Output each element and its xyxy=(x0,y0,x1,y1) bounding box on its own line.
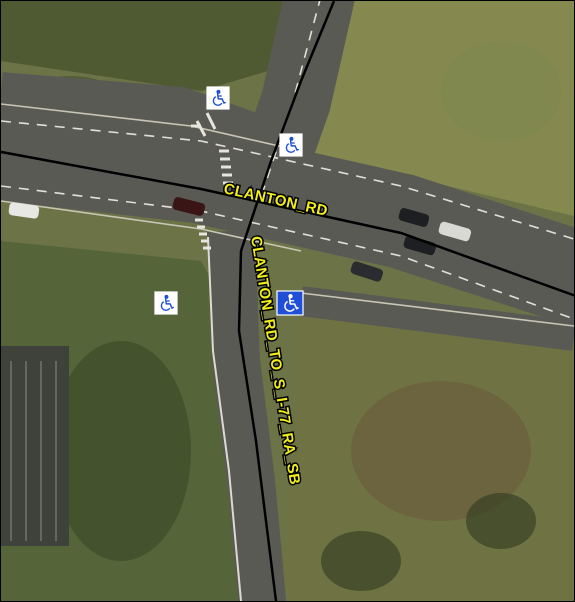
parking-lot xyxy=(1,346,69,546)
wheelchair-accessible-icon[interactable] xyxy=(279,133,303,157)
vehicles xyxy=(8,197,472,282)
wheelchair-accessible-icon[interactable] xyxy=(154,291,178,315)
ramp-centerline xyxy=(237,1,336,601)
clanton-rd-centerline xyxy=(1,150,574,297)
wheelchair-accessible-icon[interactable] xyxy=(276,290,304,316)
wheelchair-accessible-icon[interactable] xyxy=(206,86,230,110)
